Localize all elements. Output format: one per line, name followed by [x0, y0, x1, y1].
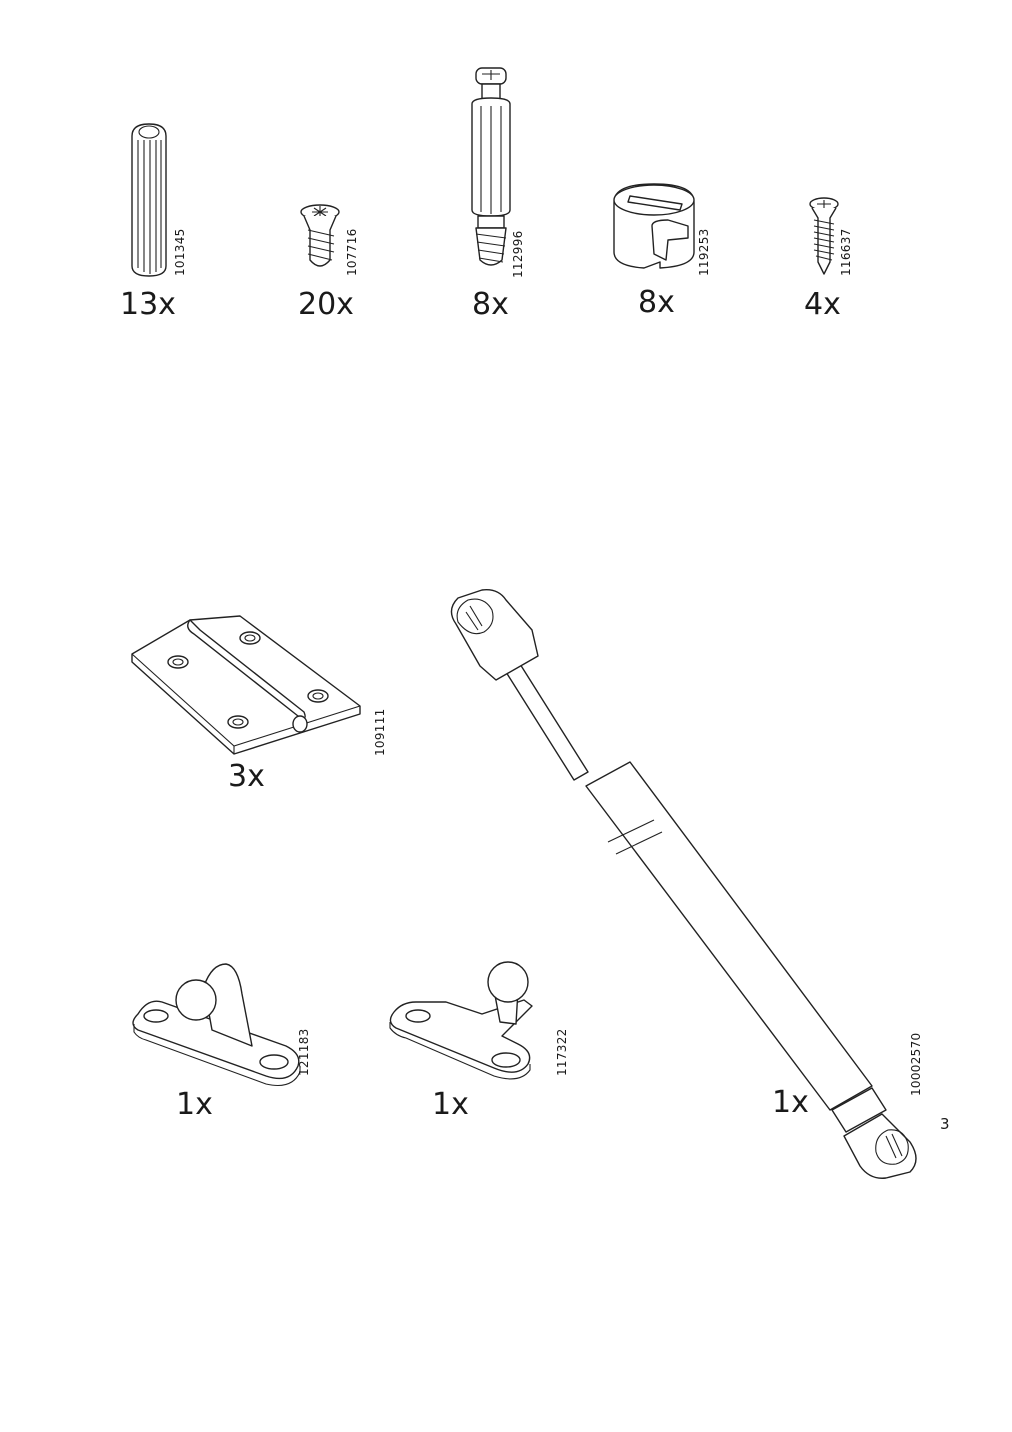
part-ball-bracket-straight: 121183 1x: [126, 962, 326, 1122]
part-gas-strut: 10002570 1x: [440, 580, 940, 1179]
part-connector-bolt: 112996 8x: [468, 64, 548, 328]
part-ball-bracket-angled: 117322 1x: [384, 952, 584, 1122]
part-code-dowel: 101345: [173, 228, 187, 276]
part-quantity-screw-short: 20x: [298, 287, 354, 322]
part-screw-short: 107716 20x: [298, 200, 378, 328]
part-quantity-wood-screw: 4x: [804, 287, 841, 322]
part-code-cam-lock: 119253: [697, 228, 711, 276]
part-code-screw-short: 107716: [345, 228, 359, 276]
part-quantity-ball-bracket-angled: 1x: [432, 1087, 469, 1122]
connector-bolt-illustration: [471, 67, 511, 266]
part-quantity-gas-strut: 1x: [772, 1085, 809, 1120]
part-code-wood-screw: 116637: [839, 228, 853, 276]
gas-strut-illustration: [450, 589, 917, 1179]
hinge-illustration: [131, 615, 361, 755]
part-quantity-connector-bolt: 8x: [472, 287, 509, 322]
cam-lock-illustration: [613, 183, 695, 269]
part-cam-lock: 119253 8x: [604, 180, 714, 328]
ball-bracket-angled-illustration: [389, 961, 533, 1080]
part-quantity-dowel: 13x: [120, 287, 176, 322]
part-wood-screw: 116637 4x: [802, 196, 882, 328]
part-code-connector-bolt: 112996: [511, 230, 525, 278]
part-dowel: 101345 13x: [120, 118, 200, 328]
part-code-gas-strut: 10002570: [909, 1032, 923, 1096]
ball-bracket-straight-illustration: [132, 963, 301, 1087]
page-number: 3: [940, 1115, 950, 1133]
part-quantity-cam-lock: 8x: [638, 285, 675, 320]
dowel-illustration: [131, 123, 167, 277]
part-quantity-ball-bracket-straight: 1x: [176, 1087, 213, 1122]
part-hinge: 109111 3x: [128, 610, 388, 800]
part-code-ball-bracket-straight: 121183: [297, 1028, 311, 1076]
screw-short-illustration: [300, 204, 340, 267]
part-code-hinge: 109111: [373, 708, 387, 756]
wood-screw-illustration: [809, 197, 839, 275]
part-quantity-hinge: 3x: [228, 759, 265, 794]
